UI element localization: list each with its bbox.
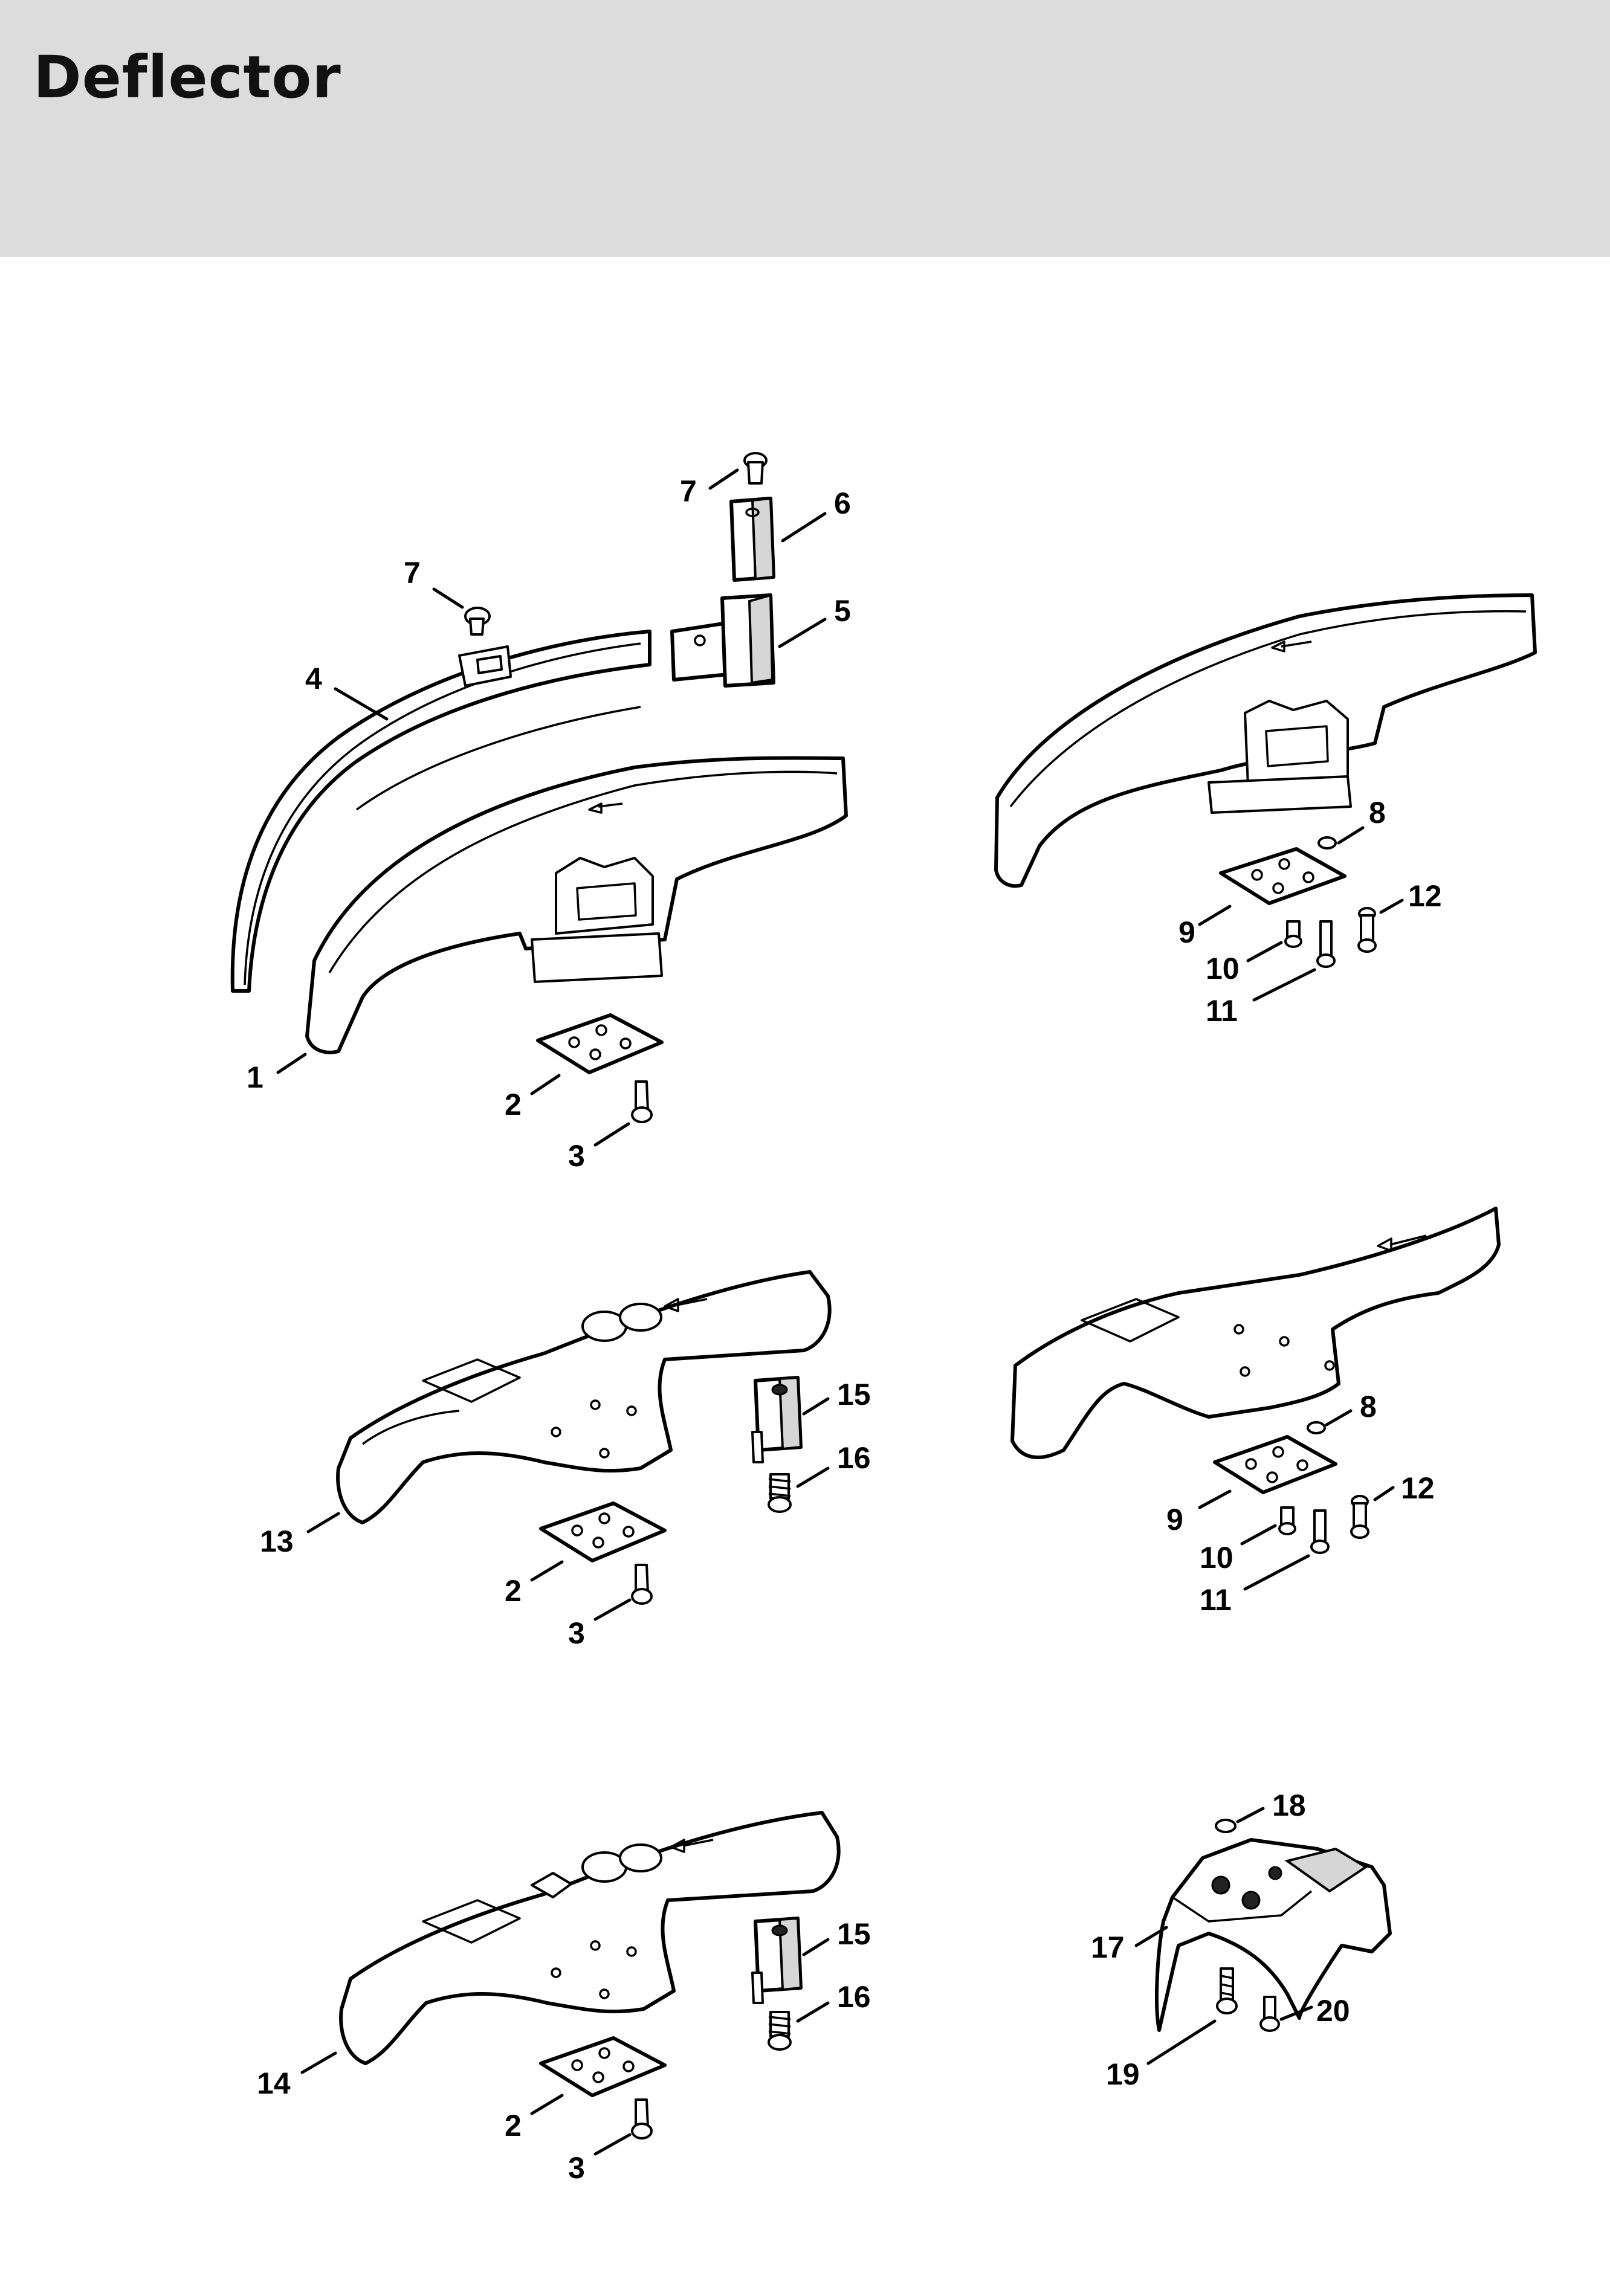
group-d: 8 9 10 11 12 (1010, 1207, 1501, 1617)
group-b: 8 9 10 11 12 (994, 593, 1537, 1028)
callout-12-d: 12 (1401, 1471, 1435, 1505)
part-18-washer (1215, 1819, 1237, 1833)
part-8-washer-d (1307, 1421, 1326, 1434)
callout-11-d: 11 (1200, 1583, 1232, 1617)
group-f: 17 18 19 20 (1091, 1788, 1392, 2091)
group-e: 14 2 3 15 16 (257, 1811, 871, 2185)
callout-6: 6 (834, 486, 851, 520)
part-12-screw-d (1350, 1495, 1369, 1539)
part-2-plate-e (539, 2036, 667, 2097)
callout-2: 2 (505, 1088, 522, 1121)
callout-7b: 7 (404, 556, 421, 590)
callout-1: 1 (247, 1060, 263, 1094)
callout-14: 14 (257, 2066, 291, 2100)
part-13-deflector (336, 1270, 832, 1524)
part-12-screw (1357, 907, 1377, 953)
callout-7a: 7 (680, 474, 697, 508)
group-a: 1 2 3 4 5 6 7 7 (230, 452, 851, 1173)
part-2-plate (536, 1013, 664, 1074)
part-15-holder-e (751, 1917, 803, 2004)
part-11-screw (1316, 920, 1336, 968)
part-10-screw (1284, 920, 1302, 948)
callout-20: 20 (1316, 1994, 1350, 2028)
group-c: 13 2 3 15 16 (260, 1270, 871, 1650)
part-11-screw-d (1310, 1509, 1330, 1554)
part-1-deflector (305, 756, 848, 1054)
part-8-washer (1317, 836, 1337, 850)
callout-8: 8 (1369, 796, 1386, 830)
callout-11: 11 (1206, 994, 1238, 1028)
callout-2-e: 2 (505, 2109, 522, 2143)
part-3-screw-e (631, 2098, 653, 2140)
part-10-screw-d (1278, 1506, 1296, 1535)
callout-19: 19 (1106, 2057, 1140, 2091)
callout-3-c: 3 (568, 1616, 585, 1650)
callout-2-c: 2 (505, 1574, 522, 1608)
callout-3: 3 (568, 1139, 585, 1173)
part-7-screw-upper (743, 452, 768, 485)
callout-15-e: 15 (837, 1917, 871, 1951)
callout-4: 4 (305, 662, 322, 695)
callout-5: 5 (834, 594, 851, 628)
part-3-screw (631, 1080, 653, 1123)
part-6-clip (729, 497, 775, 582)
header-band (0, 0, 1610, 257)
part-9-plate (1219, 847, 1347, 905)
callout-17: 17 (1091, 1930, 1125, 1964)
callout-16-c: 16 (837, 1441, 871, 1475)
part-9-plate-d (1213, 1435, 1337, 1494)
part-2-plate-c (539, 1501, 667, 1562)
part-16-spring-c (768, 1473, 792, 1513)
callout-15-c: 15 (837, 1378, 871, 1411)
part-17-mount (1155, 1838, 1392, 2032)
callout-12: 12 (1408, 879, 1442, 913)
callout-9: 9 (1178, 915, 1195, 949)
part-7-screw-lower (464, 607, 491, 636)
callout-16-e: 16 (837, 1980, 871, 2014)
callout-10-d: 10 (1200, 1541, 1233, 1575)
callout-18: 18 (1272, 1788, 1306, 1822)
deflector-b (994, 593, 1537, 888)
callout-3-e: 3 (568, 2151, 585, 2185)
callout-8-d: 8 (1360, 1390, 1377, 1424)
part-20-screw (1259, 1996, 1280, 2032)
part-5-bracket (670, 593, 775, 688)
part-19-screw (1216, 1967, 1238, 2014)
part-15-holder-c (751, 1376, 803, 1463)
callout-9-d: 9 (1166, 1503, 1183, 1537)
part-3-screw-c (631, 1564, 653, 1605)
callout-10: 10 (1206, 952, 1240, 985)
page-title: Deflector (33, 44, 341, 111)
deflector-d (1010, 1207, 1501, 1459)
part-4-guard-extension (230, 630, 651, 993)
part-16-spring-e (768, 2011, 792, 2051)
part-14-deflector (339, 1811, 841, 2065)
callout-13: 13 (260, 1524, 294, 1558)
